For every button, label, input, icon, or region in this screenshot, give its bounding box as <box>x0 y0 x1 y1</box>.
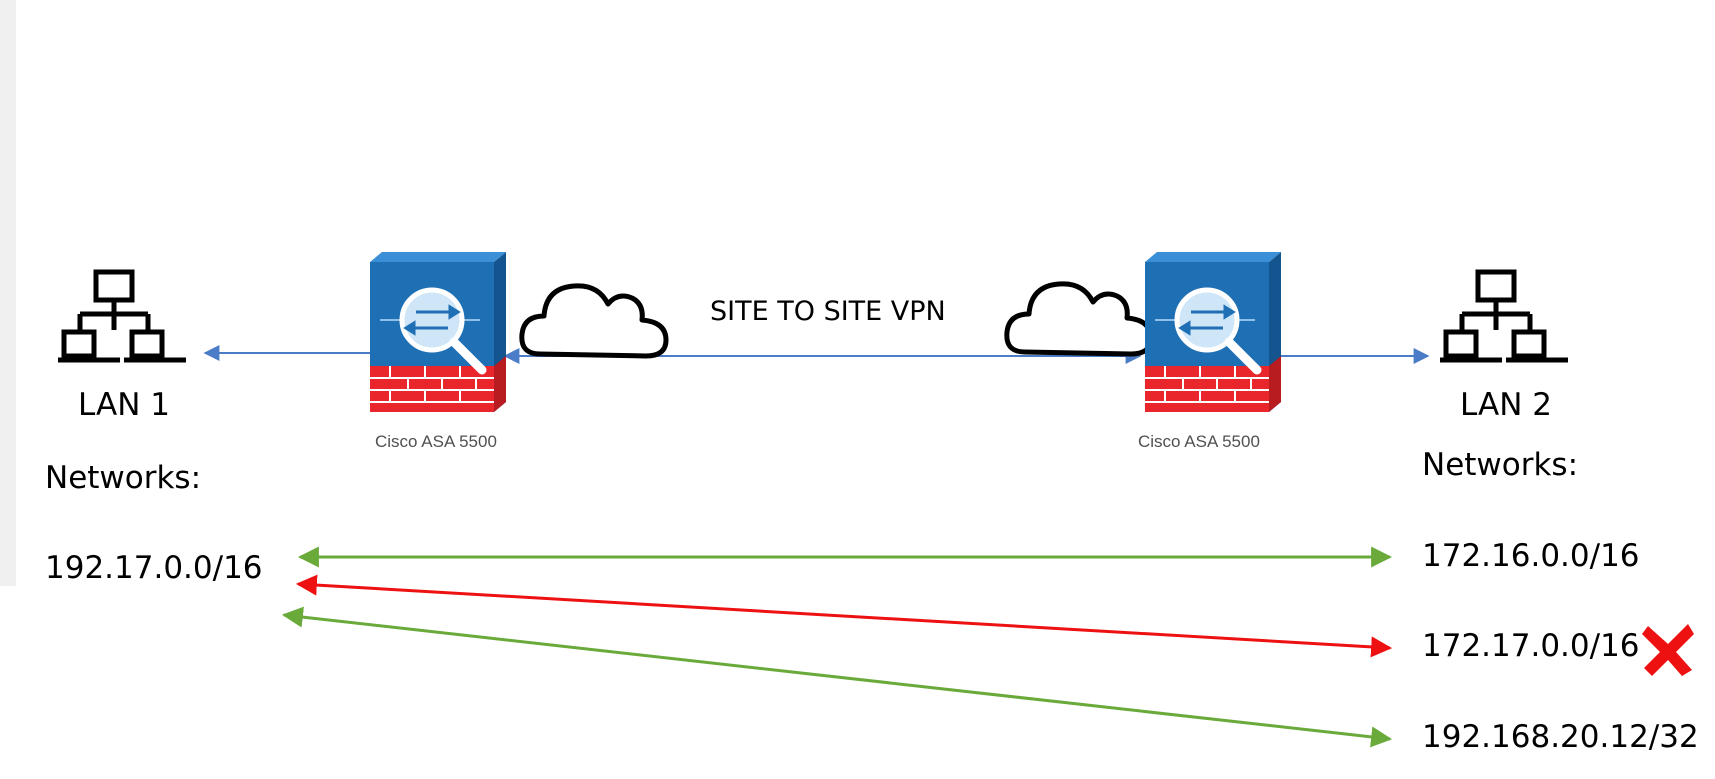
blocked-x-icon <box>1642 624 1694 676</box>
vpn-label: SITE TO SITE VPN <box>710 296 946 327</box>
cloud-icon <box>1004 281 1154 357</box>
lan1-network-0: 192.17.0.0/16 <box>45 550 263 586</box>
lan2-network-1: 172.17.0.0/16 <box>1422 628 1640 664</box>
cloud-icon <box>519 283 669 359</box>
network-topology-icon <box>1440 269 1568 363</box>
firewall-right-label: Cisco ASA 5500 <box>1138 432 1260 451</box>
lan2-networks-header: Networks: <box>1422 447 1579 483</box>
side-strip <box>0 0 16 586</box>
flow-arrow-blocked <box>295 574 1393 658</box>
flow-arrow-allowed <box>281 606 1393 748</box>
lan2-network-2: 192.168.20.12/32 <box>1422 719 1699 755</box>
lan1-networks-header: Networks: <box>45 460 202 496</box>
lan1-label: LAN 1 <box>78 387 170 423</box>
cisco-asa-firewall-icon <box>370 252 506 412</box>
network-topology-icon <box>58 269 186 363</box>
lan2-label: LAN 2 <box>1460 387 1552 423</box>
firewall-left-label: Cisco ASA 5500 <box>375 432 497 451</box>
cisco-asa-firewall-icon <box>1145 252 1281 412</box>
lan2-network-0: 172.16.0.0/16 <box>1422 538 1640 574</box>
